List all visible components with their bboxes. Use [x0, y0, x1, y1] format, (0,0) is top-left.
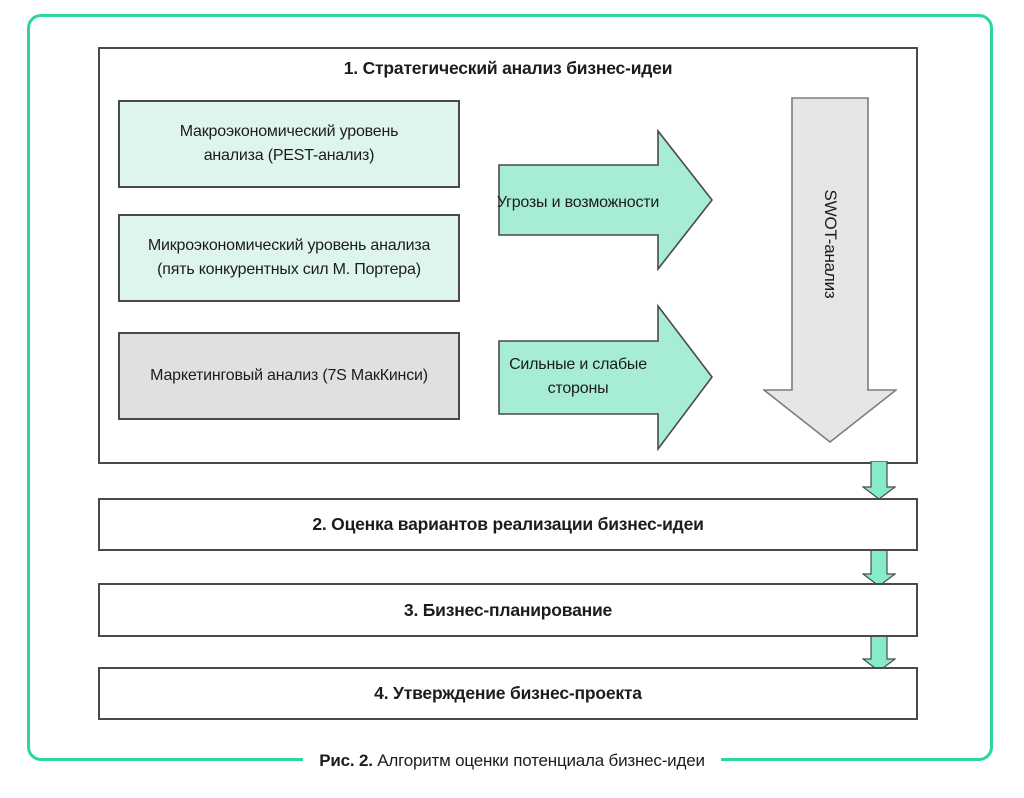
section-1-title: 1. Стратегический анализ бизнес-идеи: [343, 58, 673, 78]
box-line: Макроэкономический уровень: [179, 123, 399, 140]
step-2-label: 2. Оценка вариантов реализации бизнес-ид…: [312, 514, 704, 534]
arrow-line: Угрозы и возможности: [496, 193, 660, 211]
threats-opportunities-label: Угрозы и возможности: [496, 164, 660, 241]
marketing-analysis-label: Маркетинговый анализ (7S МакКинси): [150, 364, 428, 388]
marketing-analysis-box: Маркетинговый анализ (7S МакКинси): [118, 332, 460, 420]
swot-analysis-label: SWOT-анализ: [821, 189, 840, 299]
porter-analysis-label: Микроэкономический уровень анализа (пять…: [147, 234, 431, 282]
figure-caption-text: Алгоритм оценки потенциала бизнес-идеи: [377, 751, 705, 770]
step-3-label: 3. Бизнес-планирование: [403, 599, 613, 620]
figure-caption-chip: Рис. 2. Алгоритм оценки потенциала бизне…: [303, 746, 721, 776]
down-arrow-icon: [862, 633, 896, 672]
right-arrow-icon: [498, 128, 714, 272]
box-line: анализа (PEST-анализ): [203, 147, 375, 164]
strengths-weaknesses-label: Сильные и слабые стороны: [498, 338, 658, 415]
down-arrow-icon: [862, 548, 896, 587]
box-line: (пять конкурентных сил М. Портера): [157, 261, 421, 278]
porter-analysis-box: Микроэкономический уровень анализа (пять…: [118, 214, 460, 302]
right-arrow-icon: [498, 303, 714, 452]
step-4-label: 4. Утверждение бизнес-проекта: [374, 683, 642, 703]
pest-analysis-box: Макроэкономический уровень анализа (PEST…: [118, 100, 460, 188]
arrow-line: стороны: [547, 379, 609, 397]
step-3-box: 3. Бизнес-планирование: [98, 583, 918, 637]
swot-down-arrow-icon: [763, 97, 897, 443]
box-line: Маркетинговый анализ (7S МакКинси): [150, 367, 428, 384]
pest-analysis-label: Макроэкономический уровень анализа (PEST…: [179, 120, 399, 168]
figure-caption-prefix: Рис. 2.: [319, 751, 373, 770]
step-2-box: 2. Оценка вариантов реализации бизнес-ид…: [98, 498, 918, 551]
arrow-line: Сильные и слабые: [509, 355, 647, 373]
box-line: Микроэкономический уровень анализа: [147, 237, 431, 254]
down-arrow-icon: [862, 461, 896, 500]
step-4-box: 4. Утверждение бизнес-проекта: [98, 667, 918, 720]
figure-caption: Рис. 2. Алгоритм оценки потенциала бизне…: [0, 746, 1024, 776]
